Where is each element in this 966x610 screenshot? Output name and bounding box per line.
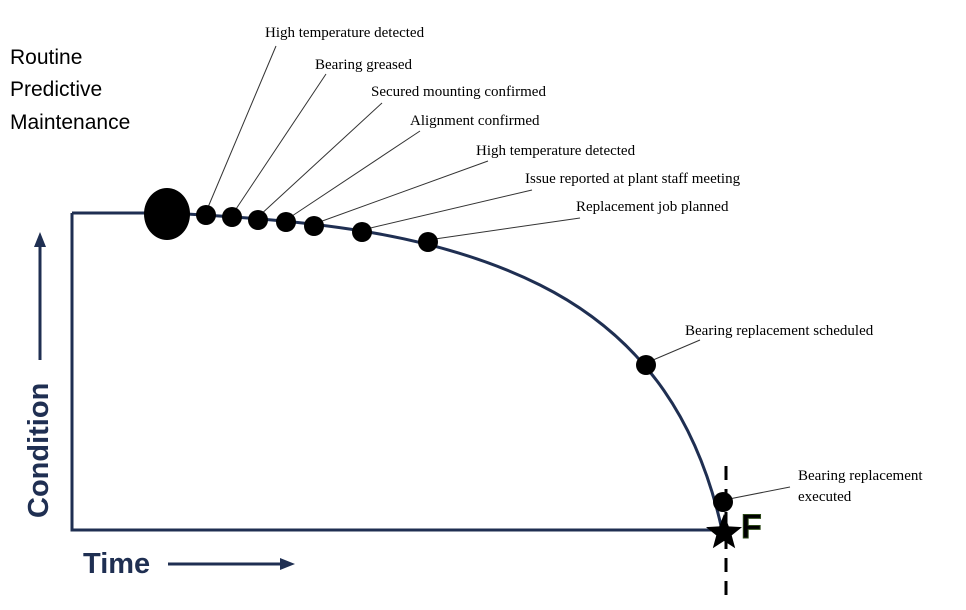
leader-line-high-temperature-1 <box>205 45 277 213</box>
event-label-bearing-greased: Bearing greased <box>315 57 413 73</box>
event-label-issue-reported: Issue reported at plant staff meeting <box>525 171 741 187</box>
event-label-high-temperature-2: High temperature detected <box>476 143 636 159</box>
event-label-high-temperature-1: High temperature detected <box>265 25 425 41</box>
failure-star-icon <box>706 514 742 549</box>
initial-condition-dot <box>144 188 190 240</box>
event-label-replacement-executed-line-1: Bearing replacement <box>798 468 923 484</box>
leader-line-replacement-scheduled <box>645 339 701 364</box>
event-dot-secured-mounting <box>248 210 268 230</box>
event-dot-replacement-scheduled <box>636 355 656 375</box>
event-dot-high-temperature-1 <box>196 205 216 225</box>
leader-line-replacement-planned <box>427 217 581 241</box>
leader-line-secured-mounting <box>257 102 383 218</box>
axes-frame <box>70 213 722 532</box>
event-dot-replacement-planned <box>418 232 438 252</box>
event-dot-replacement-executed <box>713 492 733 512</box>
leader-line-issue-reported <box>361 189 533 231</box>
leader-line-replacement-executed <box>723 486 791 501</box>
leader-line-bearing-greased <box>231 73 327 216</box>
event-label-secured-mounting: Secured mounting confirmed <box>371 84 546 100</box>
event-dot-issue-reported <box>352 222 372 242</box>
event-dot-high-temperature-2 <box>304 216 324 236</box>
x-axis-arrowhead <box>280 558 295 570</box>
x-axis-label: Time <box>83 548 150 580</box>
event-label-replacement-scheduled: Bearing replacement scheduled <box>685 323 874 339</box>
event-label-replacement-planned: Replacement job planned <box>576 199 729 215</box>
event-dot-alignment <box>276 212 296 232</box>
event-dot-bearing-greased <box>222 207 242 227</box>
y-axis-arrowhead <box>34 232 46 247</box>
failure-point-label: F <box>741 508 762 546</box>
y-axis-label: Condition <box>23 383 55 518</box>
title-line-predictive: Predictive <box>10 78 102 101</box>
leader-line-high-temperature-2 <box>313 160 489 225</box>
title-line-maintenance: Maintenance <box>10 111 130 134</box>
event-label-replacement-executed-line-2: executed <box>798 489 852 505</box>
title-line-routine: Routine <box>10 46 82 69</box>
leader-line-alignment <box>285 130 421 221</box>
event-label-alignment: Alignment confirmed <box>410 113 540 129</box>
